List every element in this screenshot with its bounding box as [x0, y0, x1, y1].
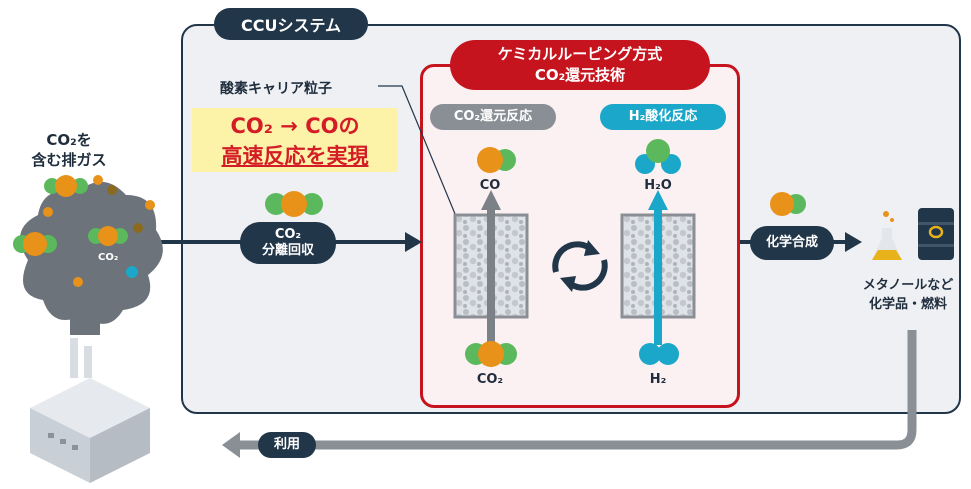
co2-molecule-bottom — [465, 341, 517, 367]
co2-molecule-cloud-1 — [44, 175, 88, 197]
reuse-pill: 利用 — [258, 432, 316, 458]
co2-molecule-cloud-3 — [88, 226, 128, 246]
particle-brown — [107, 185, 117, 195]
exhaust-label-line1: CO₂を — [46, 131, 92, 149]
co2-reduction-tag: CO₂還元反応 — [430, 104, 556, 130]
co2-molecule-capture — [265, 191, 323, 217]
co2-reduction-reactor — [453, 190, 529, 345]
h2-oxidation-tag: H₂酸化反応 — [600, 104, 726, 130]
particle-brown — [133, 223, 143, 233]
co2-label: CO₂ — [476, 372, 504, 387]
particle-cyan — [126, 266, 138, 278]
ccu-system-tag: CCUシステム — [214, 8, 368, 40]
fuel-barrel-icon — [918, 208, 954, 260]
product-line2: 化学品・燃料 — [868, 297, 947, 312]
flask-icon — [872, 211, 902, 260]
product-line1: メタノールなど — [862, 278, 954, 293]
flow-arrow-head-2 — [845, 232, 862, 252]
factory-icon — [30, 338, 150, 483]
exhaust-label-line2: 含む排ガス — [31, 151, 107, 169]
co-molecule-synthesis — [770, 192, 806, 216]
h2o-label: H₂O — [644, 178, 672, 193]
particle-orange — [43, 207, 53, 217]
products-icons — [872, 208, 954, 260]
particle-orange — [145, 200, 155, 210]
chem-title-line2: CO₂還元技術 — [534, 66, 626, 84]
cloud-co2-label: CO₂ — [98, 252, 119, 263]
oxygen-carrier-pointer — [378, 85, 471, 251]
reuse-arrow-head — [222, 432, 240, 458]
reuse-return-line — [238, 330, 917, 450]
capture-line1: CO₂ — [274, 227, 302, 242]
h2-label: H₂ — [649, 372, 667, 387]
cycle-icon — [552, 241, 608, 291]
products-label: メタノールなど 化学品・燃料 — [848, 276, 968, 314]
capture-line2: 分離回収 — [261, 243, 314, 258]
co2-capture-pill: CO₂ 分離回収 — [240, 222, 336, 264]
flow-arrow-head-1 — [405, 232, 422, 252]
chem-title-line1: ケミカルルーピング方式 — [497, 45, 663, 63]
highlight-line2: 高速反応を実現 — [221, 144, 369, 168]
chemical-looping-title: ケミカルルーピング方式 CO₂還元技術 — [450, 40, 710, 90]
oxygen-carrier-label: 酸素キャリア粒子 — [220, 81, 332, 97]
h2-oxidation-reactor — [620, 190, 696, 345]
fast-reaction-highlight: CO₂ → COの 高速反応を実現 — [192, 108, 398, 172]
exhaust-label: CO₂を 含む排ガス — [24, 130, 114, 170]
highlight-line1: CO₂ → COの — [230, 114, 360, 138]
co2-molecule-cloud-2 — [13, 232, 57, 256]
particle-orange — [93, 175, 103, 185]
co-molecule — [477, 147, 516, 173]
exhaust-cloud — [20, 181, 163, 335]
chemical-synthesis-pill: 化学合成 — [750, 226, 834, 260]
co-label: CO — [479, 178, 501, 193]
h2o-molecule — [635, 139, 681, 174]
h2-molecule — [639, 343, 679, 365]
particle-orange — [73, 277, 83, 287]
